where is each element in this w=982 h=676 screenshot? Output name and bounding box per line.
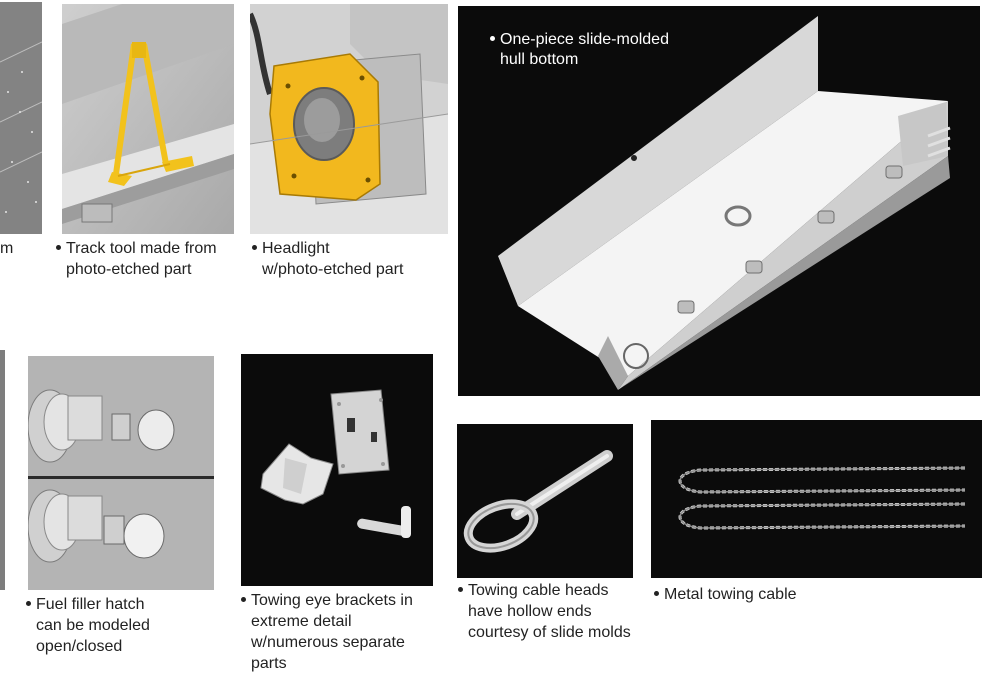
- caption-line: Track tool made from: [56, 238, 217, 259]
- track-tool-render: [62, 4, 234, 234]
- caption-line: w/photo-etched part: [262, 261, 404, 278]
- headlight-caption: Headlight w/photo-etched part: [252, 238, 403, 280]
- partial-lower-image: [0, 350, 5, 590]
- caption-line: Towing cable heads: [458, 580, 631, 601]
- caption-line: w/numerous separate: [251, 634, 405, 651]
- hull-bottom-caption: One-piece slide-molded hull bottom: [490, 30, 669, 70]
- caption-line: extreme detail: [251, 613, 352, 630]
- track-tool-image: [62, 4, 234, 234]
- partial-caption: m: [0, 238, 13, 259]
- hull-bottom-image: One-piece slide-molded hull bottom: [458, 6, 980, 396]
- caption-line: One-piece slide-molded: [490, 30, 669, 50]
- headlight-render: [250, 4, 448, 234]
- caption-line: hull bottom: [500, 51, 579, 68]
- hull-bottom-render: [458, 6, 980, 396]
- caption-line: m: [0, 240, 14, 257]
- partial-hull-image: [0, 2, 42, 234]
- cable-heads-caption: Towing cable heads have hollow ends cour…: [458, 580, 631, 643]
- caption-line: Headlight: [252, 238, 403, 259]
- caption-line: open/closed: [36, 638, 123, 655]
- caption-line: Metal towing cable: [654, 584, 797, 605]
- metal-cable-caption: Metal towing cable: [654, 584, 797, 605]
- fuel-filler-caption: Fuel filler hatch can be modeled open/cl…: [26, 594, 150, 657]
- partial-hull-render: [0, 2, 42, 234]
- fuel-filler-render: [28, 356, 214, 590]
- headlight-image: [250, 4, 448, 234]
- caption-line: courtesy of slide molds: [468, 624, 631, 641]
- caption-line: photo-etched part: [66, 261, 192, 278]
- cable-heads-render: [457, 424, 633, 578]
- caption-line: can be modeled: [36, 617, 150, 634]
- caption-line: have hollow ends: [468, 603, 592, 620]
- fuel-filler-image: [28, 356, 214, 590]
- caption-line: Fuel filler hatch: [26, 594, 150, 615]
- towing-eye-caption: Towing eye brackets in extreme detail w/…: [241, 590, 413, 674]
- caption-line: parts: [251, 655, 287, 672]
- track-tool-caption: Track tool made from photo-etched part: [56, 238, 217, 280]
- towing-eye-image: [241, 354, 433, 586]
- metal-cable-image: [651, 420, 982, 578]
- cable-heads-image: [457, 424, 633, 578]
- towing-eye-render: [241, 354, 433, 586]
- metal-cable-render: [651, 420, 982, 578]
- caption-line: Towing eye brackets in: [241, 590, 413, 611]
